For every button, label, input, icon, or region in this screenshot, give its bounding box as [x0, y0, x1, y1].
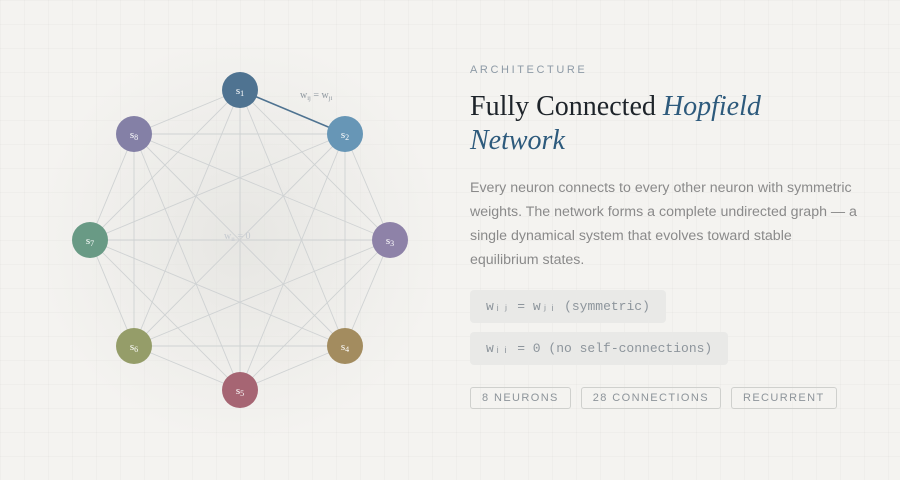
- hopfield-graph: s1 s2 s3 s4 s5 s6 s7 s8 wij = wji wii = 0: [72, 72, 408, 408]
- section-eyebrow: ARCHITECTURE: [470, 64, 588, 76]
- edge-layer: [89, 89, 391, 391]
- info-panel: ARCHITECTURE Fully Connected Hopfield Ne…: [470, 64, 860, 409]
- neuron-layer: s1 s2 s3 s4 s5 s6 s7 s8: [72, 72, 408, 408]
- edge-1-2: [239, 89, 346, 135]
- edge-3-6: [133, 239, 391, 347]
- edge-2-7: [89, 133, 346, 241]
- neuron-1[interactable]: s1: [222, 72, 258, 108]
- neuron-5[interactable]: s5: [222, 372, 258, 408]
- neuron-label: s3: [386, 235, 394, 248]
- edge-3-8: [133, 133, 391, 241]
- formula-no-self-connections: wᵢᵢ = 0 (no self-connections): [470, 332, 729, 365]
- tag-connections: 28 CONNECTIONS: [580, 387, 721, 409]
- neuron-circle: [372, 222, 408, 258]
- title-accent: Hopfield Network: [470, 91, 761, 156]
- symmetric-weight-label: wij = wji: [300, 90, 333, 102]
- edge-4-7: [89, 239, 346, 347]
- neuron-circle: [222, 72, 258, 108]
- title-plain: Fully Connected: [470, 91, 663, 122]
- neuron-label: s7: [86, 235, 94, 248]
- neuron-label: s8: [130, 129, 138, 142]
- page-title: Fully Connected Hopfield Network: [470, 90, 860, 158]
- formula-symmetric: wᵢⱼ = wⱼᵢ (symmetric): [470, 290, 666, 323]
- edge-2-3: [344, 133, 391, 241]
- neuron-circle: [116, 328, 152, 364]
- edge-1-8: [133, 89, 241, 135]
- neuron-4[interactable]: s4: [327, 328, 363, 364]
- edge-5-8: [133, 133, 241, 391]
- description-text: Every neuron connects to every other neu…: [470, 180, 857, 268]
- neuron-8[interactable]: s8: [116, 116, 152, 152]
- tag-neurons: 8 NEURONS: [470, 387, 571, 409]
- edge-3-4: [344, 239, 391, 347]
- edge-3-5: [239, 239, 391, 391]
- edge-2-5: [239, 133, 346, 391]
- edge-1-6: [133, 89, 241, 347]
- neuron-label: s5: [236, 385, 244, 398]
- weight-label-layer: wij = wji wii = 0: [224, 90, 333, 243]
- neuron-label: s1: [236, 85, 244, 98]
- edge-1-4: [239, 89, 346, 347]
- neuron-3[interactable]: s3: [372, 222, 408, 258]
- neuron-label: s4: [341, 341, 349, 354]
- neuron-2[interactable]: s2: [327, 116, 363, 152]
- neuron-circle: [327, 328, 363, 364]
- edge-7-8: [89, 133, 135, 241]
- neuron-label: s2: [341, 129, 349, 142]
- edge-4-5: [239, 345, 346, 391]
- neuron-circle: [327, 116, 363, 152]
- neuron-circle: [222, 372, 258, 408]
- neuron-circle: [72, 222, 108, 258]
- tag-recurrent: RECURRENT: [730, 387, 837, 409]
- tag-list: 8 NEURONS 28 CONNECTIONS RECURRENT: [470, 387, 860, 409]
- edge-5-7: [89, 239, 241, 391]
- neuron-6[interactable]: s6: [116, 328, 152, 364]
- edge-4-8: [133, 133, 346, 347]
- edge-5-6: [133, 345, 241, 391]
- self-weight-label: wii = 0: [224, 231, 251, 243]
- neuron-circle: [116, 116, 152, 152]
- neuron-label: s6: [130, 341, 138, 354]
- edge-6-7: [89, 239, 135, 347]
- neuron-7[interactable]: s7: [72, 222, 108, 258]
- edge-1-3: [239, 89, 391, 241]
